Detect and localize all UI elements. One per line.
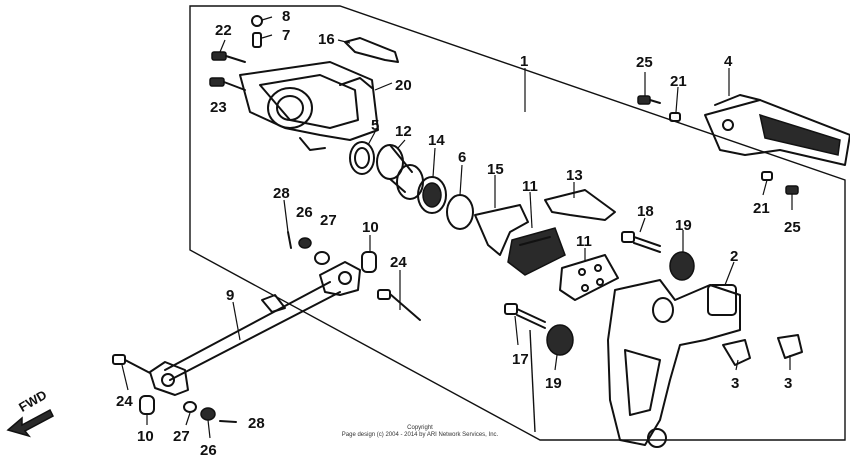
callout-16: 16 [318, 31, 335, 48]
callout-24-upper: 24 [390, 254, 407, 271]
callout-12: 12 [395, 123, 412, 140]
caliper-body [239, 61, 379, 151]
callout-24-lower: 24 [116, 393, 133, 410]
torque-bolt-lower [112, 354, 151, 374]
callout-10-upper: 10 [362, 219, 379, 236]
callout-labels: 22 8 7 16 1 25 4 20 21 23 5 12 14 6 15 1… [116, 8, 801, 459]
callout-8: 8 [282, 8, 290, 25]
callout-14: 14 [428, 132, 445, 149]
nut-upper [298, 237, 312, 249]
caliper-piston [376, 144, 424, 200]
callout-1: 1 [520, 53, 528, 70]
callout-22: 22 [215, 22, 232, 39]
callout-27-lower: 27 [173, 428, 190, 445]
pin-bolt-upper [621, 231, 661, 253]
piston-seal [417, 176, 447, 214]
callout-3-left: 3 [731, 375, 739, 392]
callout-13: 13 [566, 167, 583, 184]
callout-9: 9 [226, 287, 234, 304]
callout-10-lower: 10 [137, 428, 154, 445]
callout-17: 17 [512, 351, 529, 368]
copyright-line-2: Page design (c) 2004 - 2014 by ARI Netwo… [341, 432, 499, 438]
callout-19-lower: 19 [545, 375, 562, 392]
callout-15: 15 [487, 161, 504, 178]
callout-18: 18 [637, 203, 654, 220]
cotter-pin-upper [287, 231, 292, 249]
callout-28-lower: 28 [248, 415, 265, 432]
assembly-frame-inner [529, 329, 536, 433]
torque-bolt-upper [377, 289, 421, 321]
pad-clip-right [777, 334, 803, 359]
callout-11-inner: 11 [522, 178, 538, 195]
pad-retainer [474, 204, 529, 256]
o-ring [446, 194, 474, 230]
torque-link [149, 261, 361, 396]
callout-11-outer: 11 [576, 233, 592, 250]
washer-upper [314, 251, 330, 265]
bleeder-valve [251, 15, 263, 48]
copyright-line-1: Copyright [407, 425, 433, 431]
callout-7: 7 [282, 27, 290, 44]
boot-lower [546, 324, 574, 356]
pad-shim [544, 189, 616, 221]
collar-upper [361, 251, 377, 273]
callout-2: 2 [730, 248, 738, 265]
pin-bolts [209, 51, 246, 91]
fwd-arrow: FWD [6, 387, 54, 438]
fwd-label: FWD [16, 387, 49, 415]
callout-27-upper: 27 [320, 212, 337, 229]
pin-bolt-lower [504, 303, 546, 329]
leader-lines [121, 16, 793, 439]
callout-4: 4 [724, 53, 733, 70]
boot-upper [669, 251, 695, 281]
callout-26-lower: 26 [200, 442, 217, 459]
callout-5: 5 [371, 117, 379, 134]
callout-19-upper: 19 [675, 217, 692, 234]
callout-28-upper: 28 [273, 185, 290, 202]
pad-clip-left [722, 339, 751, 366]
callout-20: 20 [395, 77, 412, 94]
callout-3-right: 3 [784, 375, 792, 392]
assembly-frame [189, 5, 846, 441]
callout-21-lower: 21 [753, 200, 770, 217]
brake-pad-inner [507, 227, 566, 276]
callout-23: 23 [210, 99, 227, 116]
pad-spring [344, 37, 399, 63]
caliper-guard [704, 94, 850, 166]
brake-pad-outer [559, 254, 619, 301]
callout-25-upper: 25 [636, 54, 653, 71]
callout-25-lower: 25 [784, 219, 801, 236]
dust-seal [349, 141, 375, 175]
callout-6: 6 [458, 149, 466, 166]
callout-26-upper: 26 [296, 204, 313, 221]
washer-lower [183, 401, 197, 413]
caliper-bracket [607, 279, 741, 448]
copyright-notice: Copyright Page design (c) 2004 - 2014 by… [300, 425, 540, 439]
callout-21-upper: 21 [670, 73, 687, 90]
nut-lower [200, 407, 216, 421]
cotter-pin-lower [219, 420, 237, 423]
collar-lower [139, 395, 155, 415]
